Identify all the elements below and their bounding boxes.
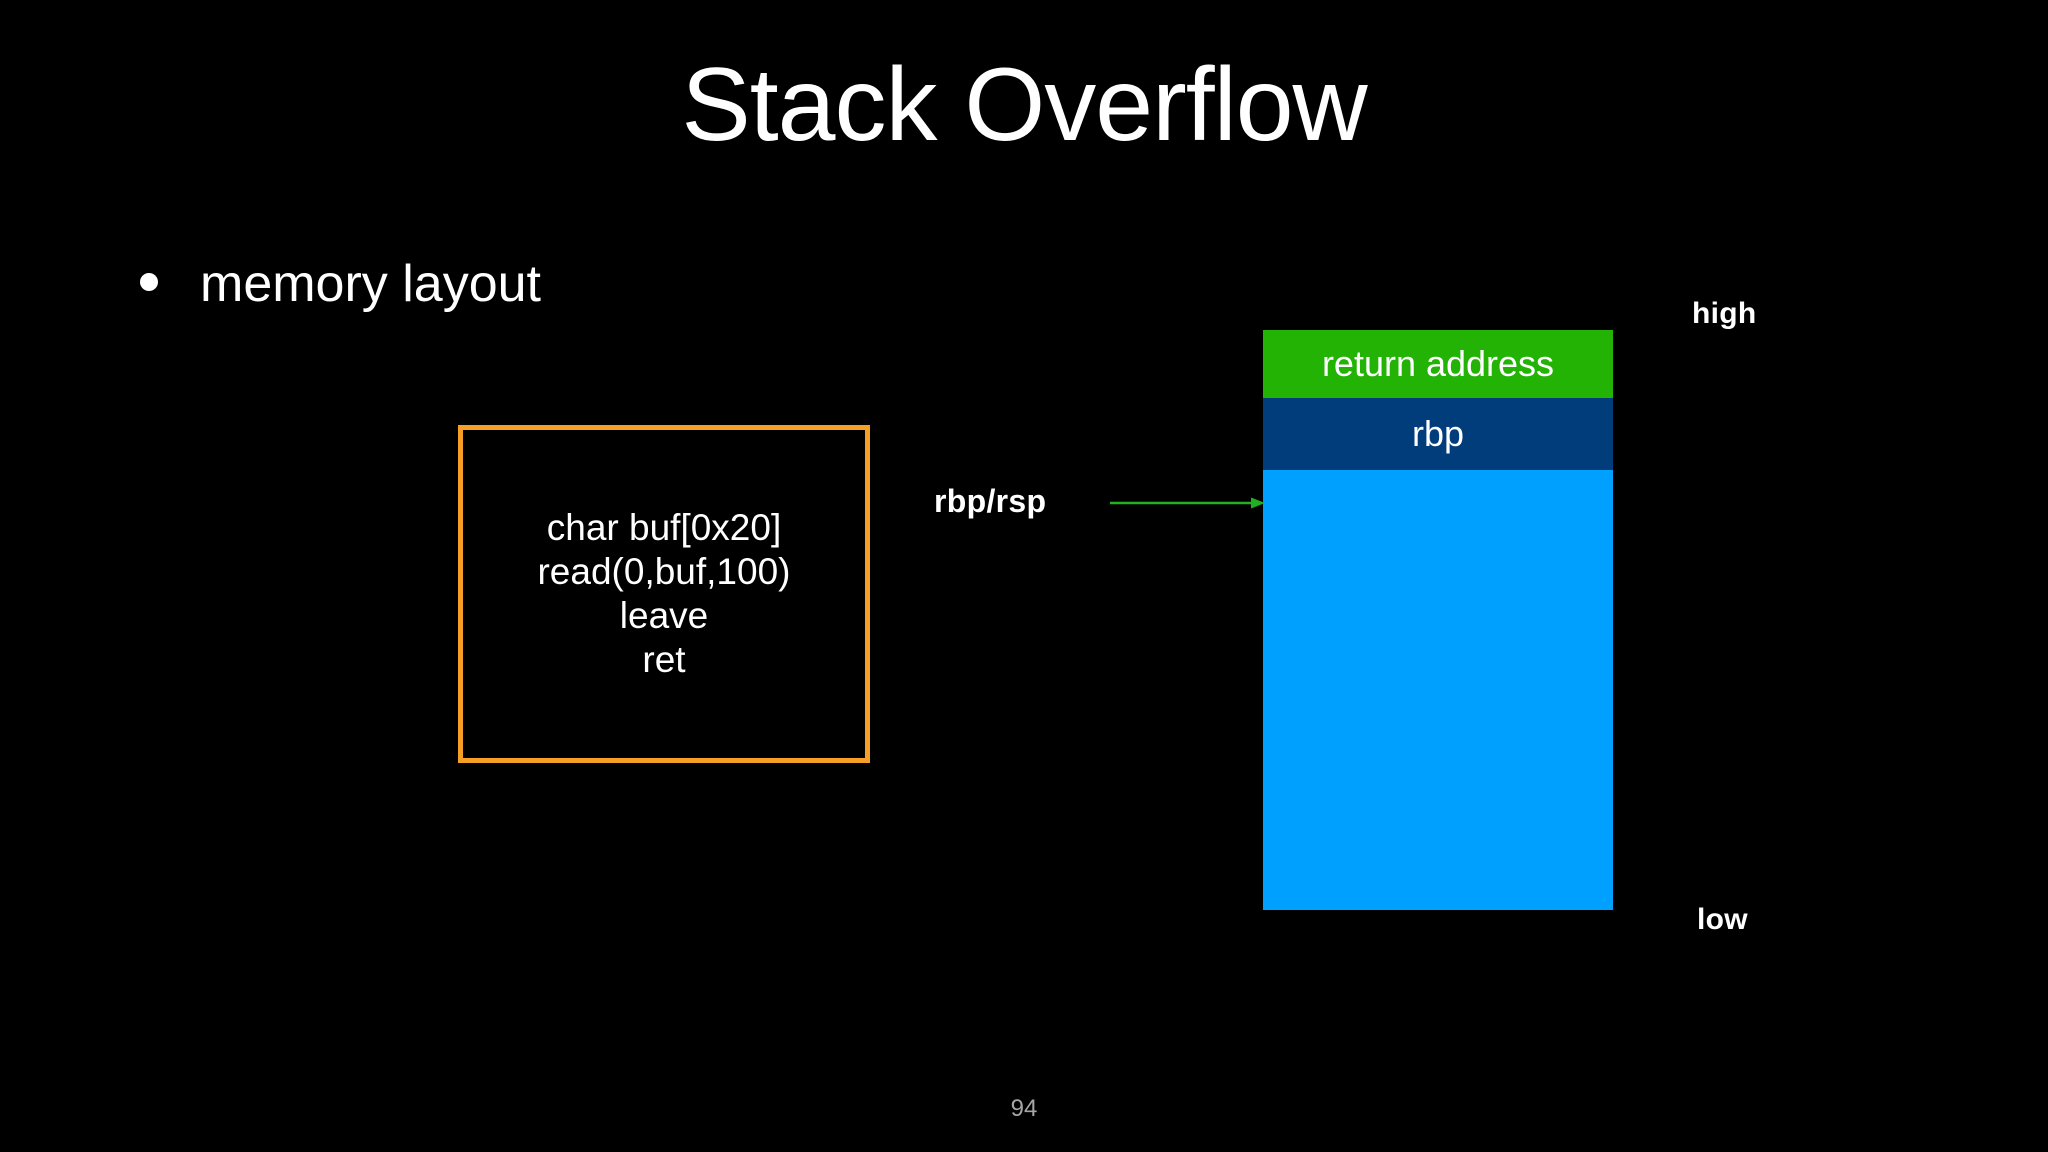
memory-low-label: low: [1697, 903, 1748, 936]
stack-cell-label: return address: [1321, 343, 1555, 384]
code-line: leave: [619, 595, 709, 636]
rbp-rsp-label: rbp/rsp: [934, 483, 1047, 519]
stack-cell-label: rbp: [1411, 413, 1465, 454]
bullet-dot-icon: [140, 273, 158, 291]
memory-high-label: high: [1692, 297, 1757, 330]
stack-cell-return-address: return address: [1263, 330, 1613, 398]
code-box: char buf[0x20] read(0,buf,100) leave ret: [458, 425, 870, 763]
bullet-label: memory layout: [200, 255, 541, 313]
stack-cell-buffer: [1263, 470, 1613, 910]
rbp-rsp-arrow-icon: [1110, 497, 1265, 509]
stack-diagram: return address rbp: [1263, 330, 1613, 910]
bullet-item-memory-layout: memory layout: [140, 258, 541, 310]
code-line: read(0,buf,100): [537, 550, 791, 592]
page-number: 94: [1010, 1095, 1038, 1122]
stack-cell-rbp: rbp: [1263, 398, 1613, 470]
code-line: char buf[0x20]: [546, 506, 782, 548]
code-line: ret: [642, 639, 686, 681]
page-title: Stack Overflow: [681, 47, 1367, 163]
